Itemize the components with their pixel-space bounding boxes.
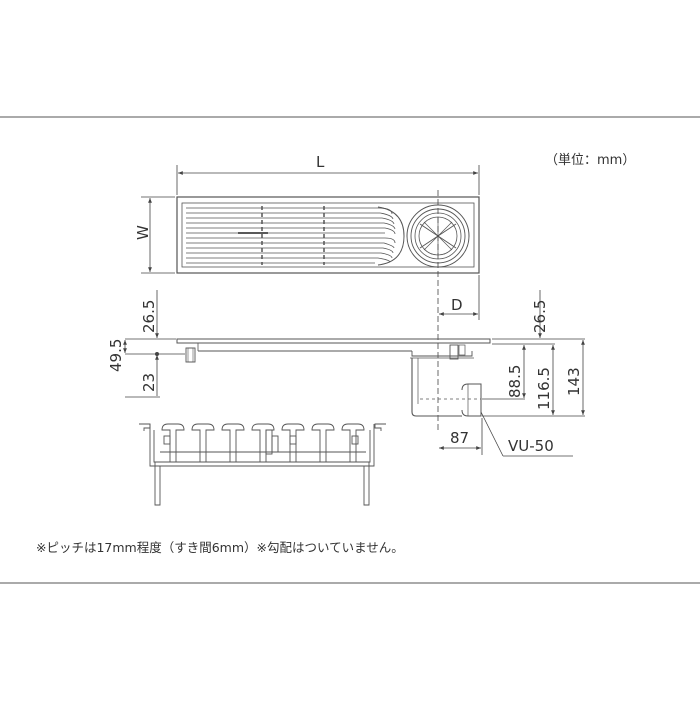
dim-L-label: L xyxy=(316,153,325,171)
dim-D-label: D xyxy=(451,296,463,314)
dimension-D xyxy=(439,275,480,320)
dim-87-label: 87 xyxy=(450,429,469,447)
plan-inner-frame xyxy=(181,202,475,268)
dim-side-49-5: 49.5 xyxy=(107,339,125,372)
section-view xyxy=(139,423,386,506)
dim-W-label: W xyxy=(134,225,152,240)
unit-note: （単位：mm） xyxy=(545,153,636,168)
dimension-L xyxy=(176,165,480,195)
dim-overall-143: 143 xyxy=(565,367,583,396)
dim-top-right-26-5: 26.5 xyxy=(531,300,549,333)
side-view xyxy=(176,338,491,417)
dim-top-left-26-5: 26.5 xyxy=(140,300,158,333)
side-right-dimensions xyxy=(482,290,585,417)
pipe-size-label: VU-50 xyxy=(508,437,554,455)
plan-view xyxy=(176,196,480,274)
dim-outlet-116-5: 116.5 xyxy=(535,367,553,410)
dim-outlet-88-5: 88.5 xyxy=(506,365,524,398)
side-left-dimensions xyxy=(123,290,185,398)
footnote: ※ピッチは17mm程度（すき間6mm）※勾配はついていません。 xyxy=(36,540,404,555)
plan-outer-frame xyxy=(176,196,480,274)
outlet-dimensions xyxy=(439,411,573,457)
grating-slats xyxy=(186,207,396,264)
grating-teeth xyxy=(161,423,365,463)
dim-side-23: 23 xyxy=(140,373,158,392)
dimension-W xyxy=(141,196,175,274)
